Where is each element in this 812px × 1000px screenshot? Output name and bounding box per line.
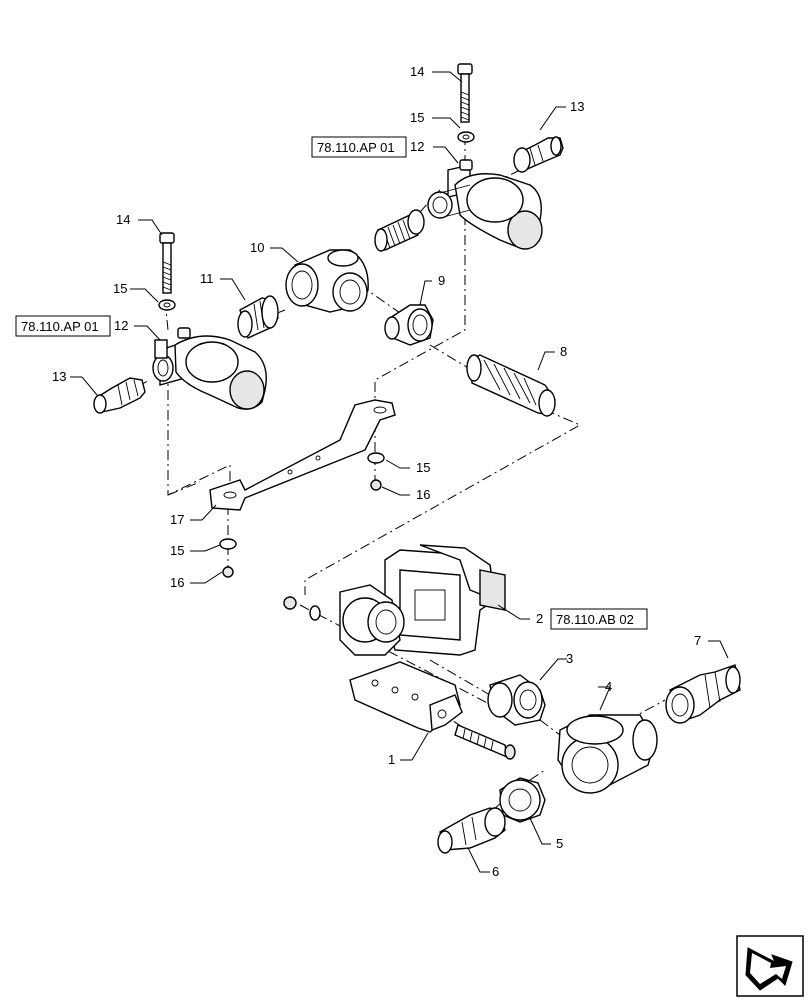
label-13-upper: 13 bbox=[570, 99, 584, 114]
hose-barb-bottom bbox=[437, 807, 506, 854]
label-16-strap: 16 bbox=[416, 487, 430, 502]
reference-label: 78.110.AP 01 bbox=[317, 140, 395, 155]
pipe-nipple bbox=[466, 354, 556, 417]
label-15-lower-left: 15 bbox=[113, 281, 127, 296]
valve-bracket bbox=[349, 661, 463, 733]
washer-hole bbox=[462, 134, 470, 140]
label-2: 2 bbox=[536, 611, 543, 626]
label-12-upper: 12 bbox=[410, 139, 424, 154]
hose-barb-upper bbox=[513, 136, 564, 173]
bracket-bolt bbox=[454, 724, 516, 760]
hose-barb-tee bbox=[665, 664, 741, 724]
washer-lower-left bbox=[158, 299, 176, 311]
reducer-bushing bbox=[499, 777, 546, 823]
label-7: 7 bbox=[694, 633, 701, 648]
reference-label: 78.110.AP 01 bbox=[21, 319, 99, 334]
bolt-lower bbox=[159, 232, 175, 294]
label-14-lower: 14 bbox=[116, 212, 130, 227]
check-valve-upper bbox=[427, 159, 543, 250]
label-5: 5 bbox=[556, 836, 563, 851]
label-14-upper: 14 bbox=[410, 64, 424, 79]
reference-label: 78.110.AB 02 bbox=[556, 612, 634, 627]
label-4: 4 bbox=[605, 679, 612, 694]
washer-small bbox=[309, 605, 321, 621]
washer-strap-right bbox=[367, 452, 385, 464]
label-13-lower: 13 bbox=[52, 369, 66, 384]
reference-box-solenoid[interactable]: 78.110.AB 02 bbox=[550, 608, 648, 630]
reference-box-lower[interactable]: 78.110.AP 01 bbox=[15, 315, 111, 337]
hose-barb-lower bbox=[93, 377, 146, 414]
label-9: 9 bbox=[438, 273, 445, 288]
threaded-nipple bbox=[374, 209, 425, 252]
mounting-strap bbox=[209, 399, 396, 511]
next-page-arrow-icon[interactable] bbox=[736, 935, 804, 997]
screw-head-small bbox=[283, 596, 297, 610]
label-10: 10 bbox=[250, 240, 264, 255]
tee-fitting-lower bbox=[557, 714, 658, 794]
leader-lines bbox=[70, 71, 729, 873]
solenoid-valve bbox=[339, 544, 506, 656]
label-3: 3 bbox=[566, 651, 573, 666]
label-1: 1 bbox=[388, 752, 395, 767]
label-6: 6 bbox=[492, 864, 499, 879]
check-valve-lower bbox=[152, 327, 267, 410]
label-11: 11 bbox=[200, 271, 214, 286]
nut-strap-right bbox=[370, 479, 382, 491]
bolt-upper bbox=[457, 63, 473, 123]
label-12-lower: 12 bbox=[114, 318, 128, 333]
nut-strap-left bbox=[222, 566, 234, 578]
part-labels: 14 15 13 12 10 9 11 14 15 12 13 8 15 16 … bbox=[52, 64, 701, 879]
label-17: 17 bbox=[170, 512, 184, 527]
reference-box-upper[interactable]: 78.110.AP 01 bbox=[311, 136, 407, 158]
washer-strap-left bbox=[219, 538, 237, 550]
label-15-upper: 15 bbox=[410, 110, 424, 125]
label-15-strap: 15 bbox=[416, 460, 430, 475]
label-8: 8 bbox=[560, 344, 567, 359]
adapter-fitting bbox=[237, 295, 279, 339]
tee-fitting-upper bbox=[285, 249, 369, 313]
hex-fitting bbox=[384, 304, 434, 346]
washer-hole bbox=[163, 302, 171, 308]
label-16-bottom: 16 bbox=[170, 575, 184, 590]
hex-adapter bbox=[487, 674, 546, 726]
label-15-bottom: 15 bbox=[170, 543, 184, 558]
washer-upper bbox=[457, 131, 475, 143]
